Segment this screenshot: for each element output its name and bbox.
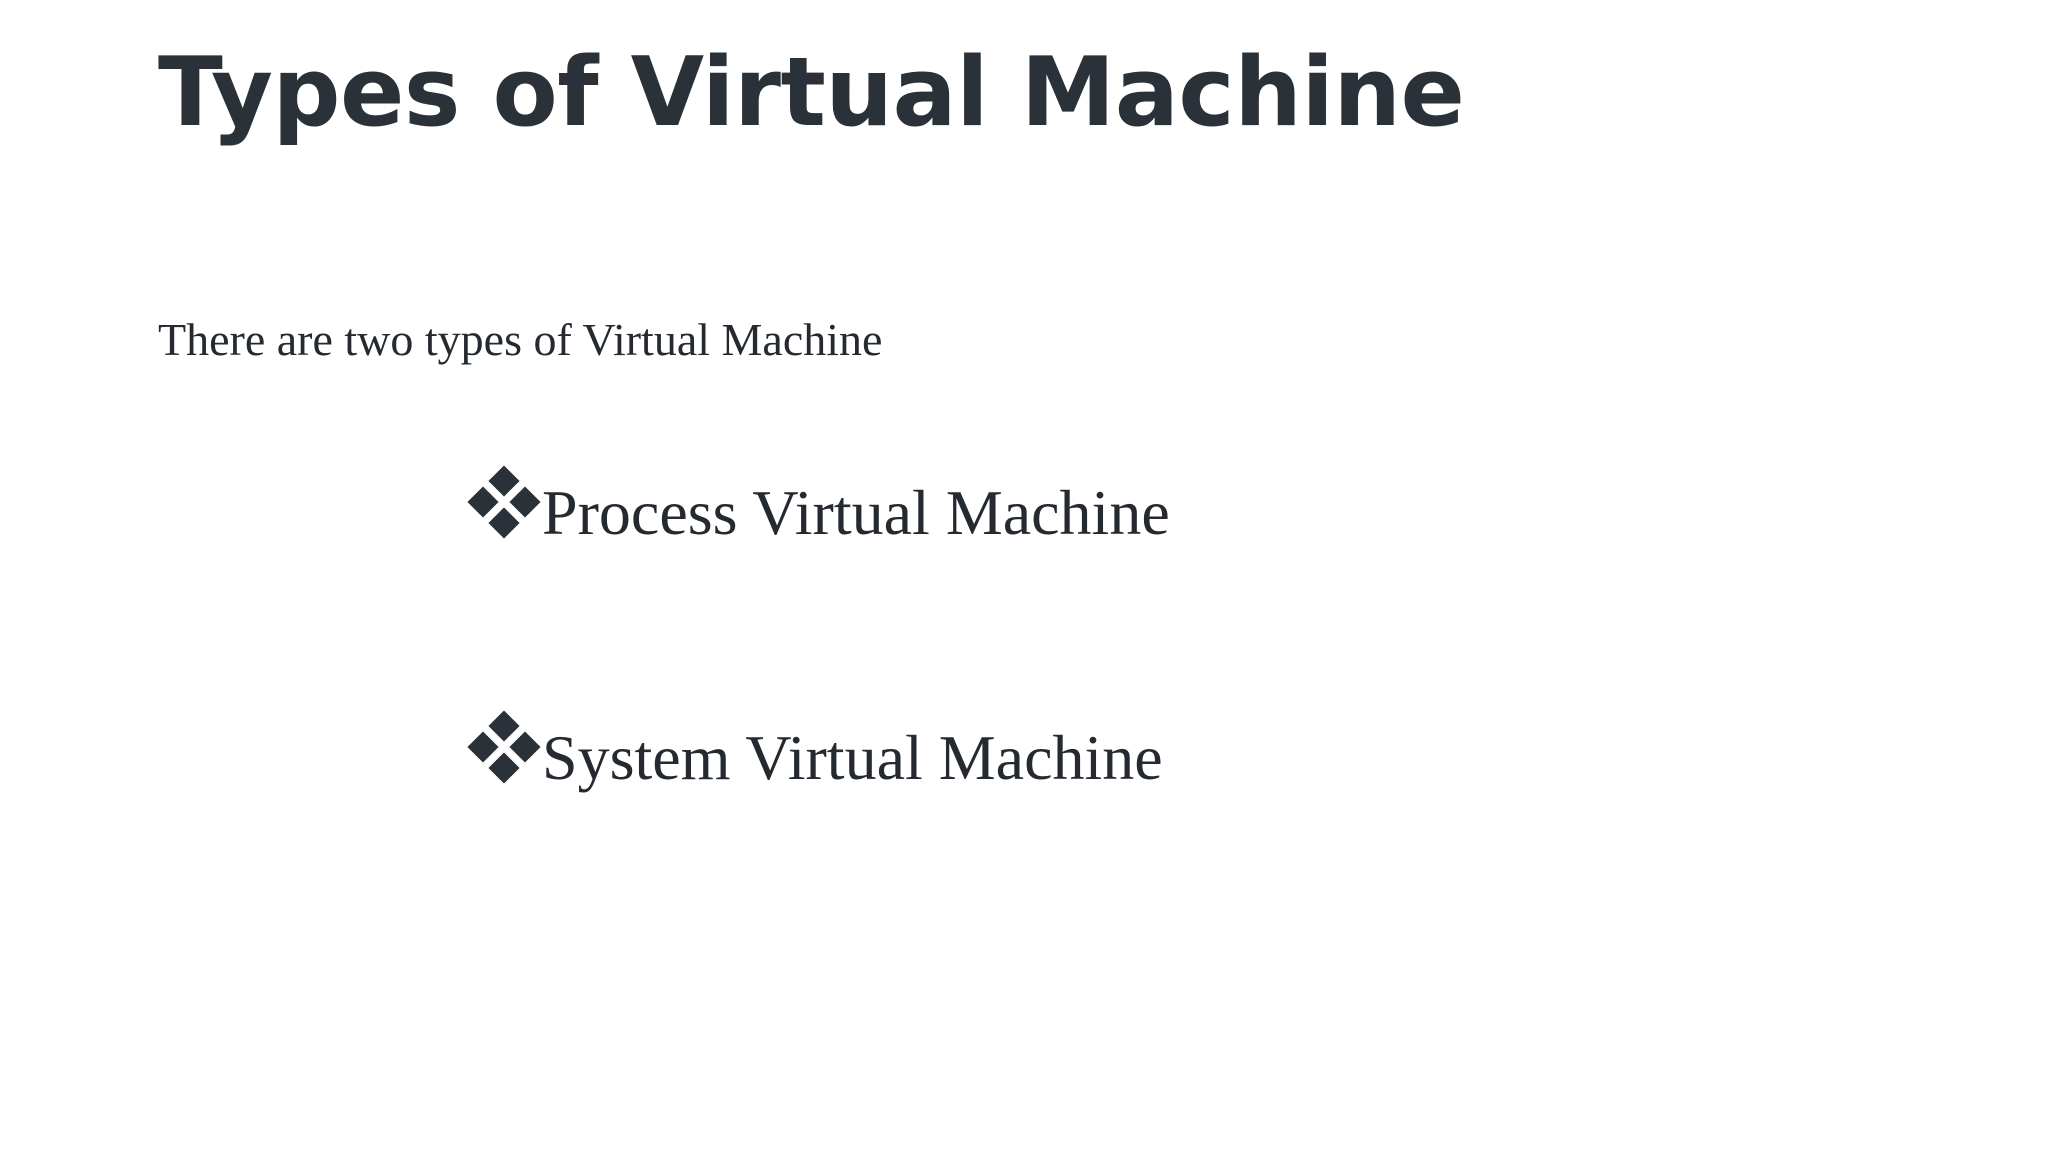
list-item-label: System Virtual Machine [542,722,1163,793]
list-item: System Virtual Machine [467,710,1870,960]
list-item: Process Virtual Machine [467,465,1870,715]
diamond-bullet-icon [467,710,542,785]
bullet-list: Process Virtual Machine System Virtual M… [467,465,1870,960]
list-item-label: Process Virtual Machine [542,477,1170,548]
page-title: Types of Virtual Machine [158,38,1465,148]
intro-paragraph: There are two types of Virtual Machine [158,314,883,365]
diamond-bullet-icon [467,465,542,540]
